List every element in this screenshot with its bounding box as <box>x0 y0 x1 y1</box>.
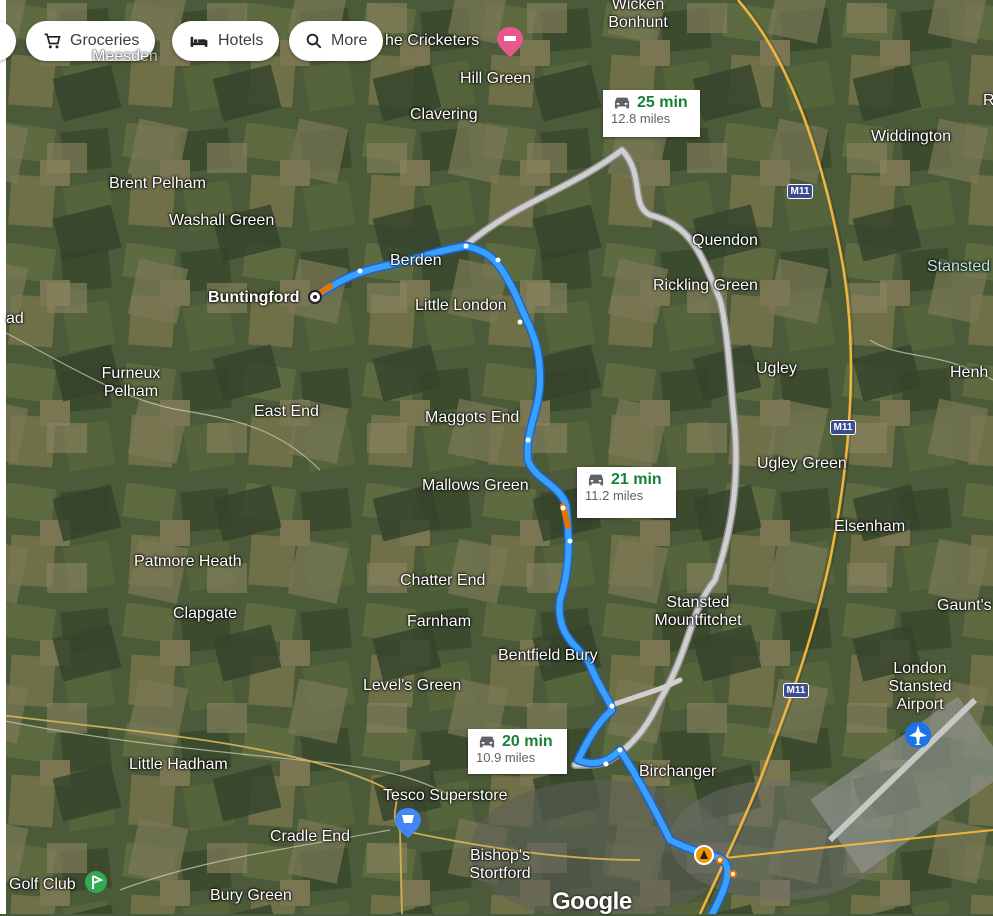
place-little-hadham[interactable]: Little Hadham <box>129 756 228 773</box>
car-icon <box>588 474 604 486</box>
place-mallows-green[interactable]: Mallows Green <box>422 477 529 494</box>
groceries-chip[interactable]: Groceries <box>26 21 156 61</box>
place-gaunts[interactable]: Gaunt's <box>937 597 992 614</box>
cart-icon <box>44 33 61 49</box>
place-quendon[interactable]: Quendon <box>692 232 758 249</box>
place-berden[interactable]: Berden <box>390 252 442 269</box>
place-tesco-superstore[interactable]: Tesco Superstore <box>383 787 508 804</box>
place-bury-green[interactable]: Bury Green <box>210 887 292 904</box>
place-wicken-bonhunt[interactable]: Wicken Bonhunt <box>608 0 668 31</box>
place-the-cricketers[interactable]: he Cricketers <box>385 32 480 49</box>
place-furneux-pelham[interactable]: Furneux Pelham <box>101 365 161 400</box>
place-bentfield-bury[interactable]: Bentfield Bury <box>498 647 598 664</box>
groceries-label: Groceries <box>70 32 140 49</box>
route-distance: 11.2 miles <box>585 488 644 503</box>
place-widdington[interactable]: Widdington <box>871 128 952 145</box>
google-logo: Google <box>552 888 632 915</box>
place-stansted[interactable]: Stansted <box>927 258 991 275</box>
place-henh[interactable]: Henh <box>950 364 989 381</box>
place-cradle-end[interactable]: Cradle End <box>270 828 351 845</box>
place-r[interactable]: R <box>983 92 993 109</box>
m11-motorway <box>698 0 853 914</box>
route-card-21min[interactable]: 21 min 11.2 miles <box>577 467 676 518</box>
place-clavering[interactable]: Clavering <box>410 106 478 123</box>
place-rickling-green[interactable]: Rickling Green <box>653 277 758 294</box>
route-distance: 10.9 miles <box>476 750 536 765</box>
shopping-pin-icon[interactable] <box>395 808 421 838</box>
place-elsenham[interactable]: Elsenham <box>834 518 906 535</box>
place-levels-green[interactable]: Level's Green <box>363 677 462 694</box>
hotels-chip[interactable]: Hotels <box>172 21 280 61</box>
route-card-25min[interactable]: 25 min 12.8 miles <box>603 90 700 137</box>
place-hill-green[interactable]: Hill Green <box>460 70 532 87</box>
roadwork-icon[interactable] <box>694 845 714 865</box>
place-stansted-mountfitchet[interactable]: Stansted Mountfitchet <box>654 594 742 629</box>
place-farnham[interactable]: Farnham <box>407 613 472 630</box>
place-east-end[interactable]: East End <box>254 403 319 420</box>
golf-pin-icon[interactable] <box>85 871 107 893</box>
place-birchanger[interactable]: Birchanger <box>639 763 717 780</box>
route-time: 21 min <box>611 471 662 488</box>
place-ugley-green[interactable]: Ugley Green <box>757 455 847 472</box>
m11-shield: M11 <box>783 683 809 698</box>
route-distance: 12.8 miles <box>611 111 671 126</box>
search-icon <box>306 33 322 49</box>
place-brent-pelham[interactable]: Brent Pelham <box>109 175 206 192</box>
chip-partial[interactable] <box>0 21 16 61</box>
place-ugley[interactable]: Ugley <box>756 360 797 377</box>
place-london-stansted-airport[interactable]: London Stansted Airport <box>888 660 952 713</box>
place-ad[interactable]: ad <box>6 310 24 327</box>
more-label: More <box>331 32 368 49</box>
panel-edge <box>0 0 6 914</box>
place-washall-green[interactable]: Washall Green <box>169 212 275 229</box>
hotel-pin-icon[interactable] <box>497 27 523 57</box>
place-clapgate[interactable]: Clapgate <box>173 605 238 622</box>
place-chatter-end[interactable]: Chatter End <box>400 572 486 589</box>
more-chip[interactable]: More <box>289 21 384 61</box>
place-bishops-stortford[interactable]: Bishop's Stortford <box>469 847 531 882</box>
place-golf-club[interactable]: Golf Club <box>9 876 76 893</box>
car-icon <box>614 97 630 109</box>
airport-pin-icon[interactable] <box>905 722 931 748</box>
m11-shield: M11 <box>787 184 813 199</box>
bed-icon <box>190 36 208 47</box>
route-card-20min[interactable]: 20 min 10.9 miles <box>468 729 567 774</box>
place-patmore-heath[interactable]: Patmore Heath <box>134 553 242 570</box>
place-buntingford[interactable]: Buntingford <box>208 289 300 306</box>
hotels-label: Hotels <box>218 32 264 49</box>
place-meesden[interactable]: Meesden <box>92 48 158 65</box>
route-time: 20 min <box>502 733 553 750</box>
airport-runway <box>810 696 993 874</box>
place-little-london[interactable]: Little London <box>415 297 507 314</box>
m11-shield: M11 <box>830 420 856 435</box>
route-time: 25 min <box>637 94 688 111</box>
place-maggots-end[interactable]: Maggots End <box>425 409 520 426</box>
car-icon <box>479 736 495 748</box>
